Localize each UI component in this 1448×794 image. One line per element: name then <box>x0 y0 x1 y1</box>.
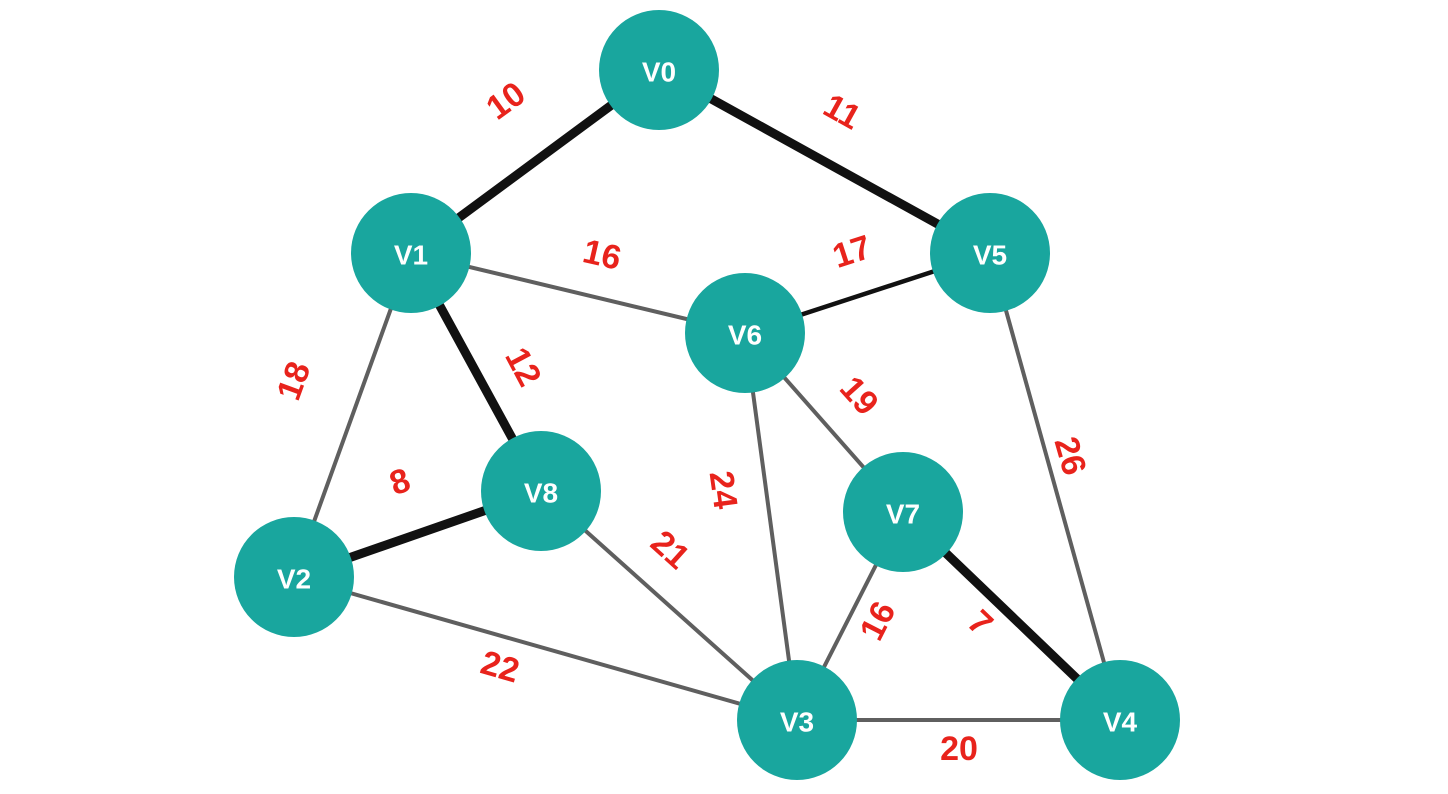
node-v5-circle <box>930 193 1050 313</box>
edge-v6-v3 <box>743 331 799 722</box>
node-v1: V1 <box>351 193 471 313</box>
nodes-layer: V0 V1 V2 V3 V4 V5 V6 V7 <box>234 10 1180 780</box>
node-v8-label: V8 <box>524 478 558 509</box>
weight-v1-v6: 16 <box>579 232 624 278</box>
node-v5-label: V5 <box>973 240 1007 271</box>
weight-v0-v1: 10 <box>480 75 533 128</box>
weight-v5-v6: 17 <box>828 228 876 276</box>
edge-v2-v3 <box>292 575 799 722</box>
node-v4: V4 <box>1060 660 1180 780</box>
node-v6-circle <box>685 273 805 393</box>
node-v7-circle <box>843 452 963 572</box>
weight-v1-v2: 18 <box>270 357 319 406</box>
node-v0-circle <box>599 10 719 130</box>
weight-v0-v5: 11 <box>817 87 867 138</box>
edges-layer <box>289 65 1125 725</box>
weight-v5-v4: 26 <box>1047 433 1094 480</box>
node-v8-circle <box>481 431 601 551</box>
node-v0: V0 <box>599 10 719 130</box>
weight-v6-v3: 24 <box>702 469 745 512</box>
weight-v3-v4: 20 <box>940 730 978 768</box>
weight-v6-v7: 19 <box>832 369 886 423</box>
node-v2-circle <box>234 517 354 637</box>
edge-v5-v4 <box>988 251 1122 722</box>
weight-v7-v3: 16 <box>852 596 903 647</box>
weight-v2-v3: 22 <box>477 644 524 691</box>
node-v0-label: V0 <box>642 57 676 88</box>
weight-v8-v3: 21 <box>643 523 697 577</box>
node-v3-label: V3 <box>780 707 814 738</box>
node-v4-circle <box>1060 660 1180 780</box>
node-v6: V6 <box>685 273 805 393</box>
node-v4-label: V4 <box>1103 707 1138 738</box>
node-v7: V7 <box>843 452 963 572</box>
node-v2-label: V2 <box>277 564 311 595</box>
node-v7-label: V7 <box>886 499 920 530</box>
node-v1-circle <box>351 193 471 313</box>
node-v2: V2 <box>234 517 354 637</box>
node-v5: V5 <box>930 193 1050 313</box>
weights-layer: 10 11 16 17 12 18 19 26 8 24 21 16 7 22 … <box>270 75 1094 768</box>
node-v8: V8 <box>481 431 601 551</box>
weight-v7-v4: 7 <box>960 603 1000 643</box>
node-v1-label: V1 <box>394 240 428 271</box>
edge-v0-v5 <box>654 65 995 258</box>
weight-v1-v8: 12 <box>497 341 548 392</box>
node-v6-label: V6 <box>728 320 762 351</box>
weight-v8-v2: 8 <box>385 461 415 503</box>
node-v3-circle <box>737 660 857 780</box>
node-v3: V3 <box>737 660 857 780</box>
